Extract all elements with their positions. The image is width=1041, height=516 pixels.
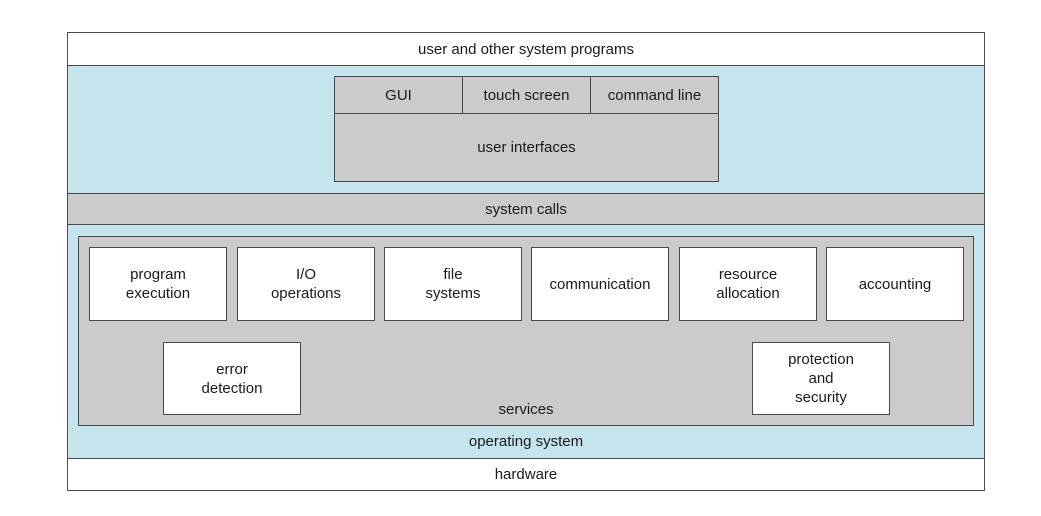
service-label: I/O operations — [270, 266, 342, 302]
ui-touch-screen: touch screen — [462, 76, 591, 114]
system-calls-layer: system calls — [67, 193, 985, 225]
ui-command-line: command line — [590, 76, 719, 114]
service-resource-allocation: resource allocation — [679, 247, 817, 321]
user-programs-label: user and other system programs — [418, 40, 634, 58]
operating-system-label: operating system — [468, 433, 584, 450]
service-communication: communication — [531, 247, 669, 321]
hardware-label: hardware — [494, 466, 558, 483]
user-programs-layer: user and other system programs — [67, 32, 985, 66]
service-label: accounting — [858, 275, 932, 293]
user-interfaces-box: user interfaces — [334, 113, 719, 182]
service-label: error detection — [201, 360, 263, 397]
service-io-operations: I/O operations — [237, 247, 375, 321]
service-label: communication — [549, 275, 651, 293]
ui-touch-screen-label: touch screen — [483, 86, 570, 104]
service-label: protection and security — [788, 351, 854, 406]
service-label: file systems — [425, 266, 481, 302]
service-error-detection: error detection — [163, 342, 301, 415]
hardware-layer: hardware — [67, 458, 985, 491]
service-program-execution: program execution — [89, 247, 227, 321]
services-label: services — [498, 401, 554, 418]
service-file-systems: file systems — [384, 247, 522, 321]
ui-command-line-label: command line — [607, 86, 702, 104]
ui-gui-label: GUI — [385, 86, 412, 104]
service-label: program execution — [125, 266, 191, 302]
system-calls-label: system calls — [485, 200, 567, 218]
ui-gui: GUI — [334, 76, 463, 114]
user-interfaces-label: user interfaces — [477, 139, 576, 156]
service-accounting: accounting — [826, 247, 964, 321]
service-protection-and-security: protection and security — [752, 342, 890, 415]
service-label: resource allocation — [716, 266, 780, 302]
